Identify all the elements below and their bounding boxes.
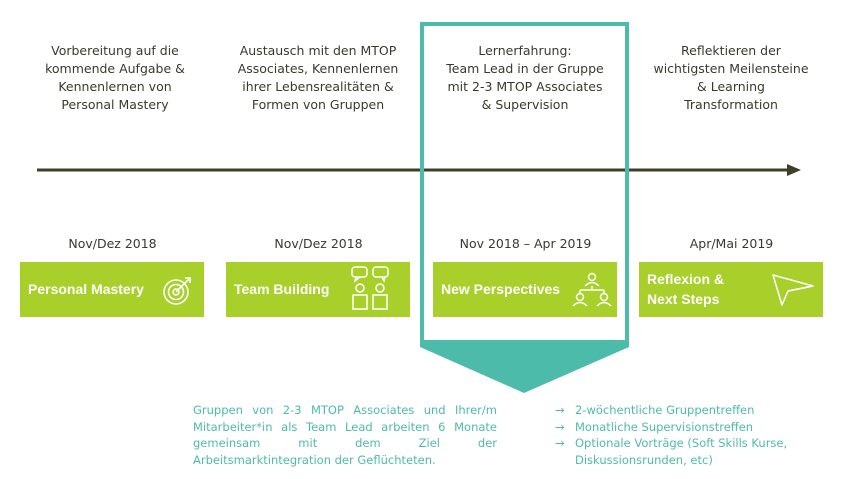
phase-3-description: Lernerfahrung: Team Lead in der Gruppe m… xyxy=(446,43,604,112)
phase-4-title: Reflexion & Next Steps xyxy=(647,271,725,307)
phase-2-title: Team Building xyxy=(234,281,330,297)
phase-4-date: Apr/Mai 2019 xyxy=(689,236,774,251)
list-item: → 2-wöchentliche Gruppentreffen xyxy=(555,403,755,417)
list-item: → Monatliche Supervisionstreffen xyxy=(555,419,754,434)
arrow-right-icon: → xyxy=(555,403,565,417)
detail-text: Gruppen von 2-3 MTOP Associates und Ihre… xyxy=(193,403,497,467)
target-icon xyxy=(163,277,191,305)
list-item: → Optionale Vorträge (Soft Skills Kurse,… xyxy=(555,436,788,467)
arrow-right-icon: → xyxy=(555,436,565,450)
phase-2-description: Austausch mit den MTOP Associates, Kenne… xyxy=(237,43,399,112)
phase-1-description: Vorbereitung auf die kommende Aufgabe & … xyxy=(45,43,185,112)
phase-1-title: Personal Mastery xyxy=(28,281,144,297)
phase-4-description: Reflektieren der wichtigsten Meilenstein… xyxy=(653,43,809,112)
arrow-right-icon: → xyxy=(555,419,565,434)
detail-bullet-list: → 2-wöchentliche Gruppentreffen → Monatl… xyxy=(555,402,845,468)
phase-2-date: Nov/Dez 2018 xyxy=(274,236,363,251)
phase-3-date: Nov 2018 – Apr 2019 xyxy=(459,236,592,251)
phase-1-box: Personal Mastery xyxy=(20,262,204,317)
phase-1-date: Nov/Dez 2018 xyxy=(68,236,157,251)
highlight-frame xyxy=(420,22,629,342)
phase-2-box: Team Building xyxy=(226,262,410,317)
phase-4-box: Reflexion & Next Steps xyxy=(639,262,823,317)
phase-3-box: New Perspectives xyxy=(433,262,617,317)
paper-plane-icon xyxy=(772,274,814,306)
team-chat-icon xyxy=(351,266,389,310)
people-network-icon xyxy=(572,272,612,307)
phase-3-title: New Perspectives xyxy=(441,281,561,297)
